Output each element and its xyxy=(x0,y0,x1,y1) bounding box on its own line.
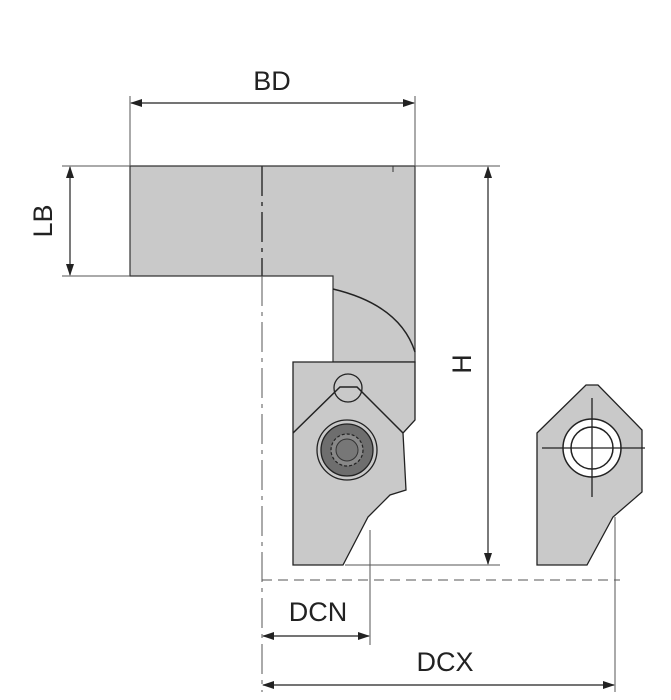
insert-outline xyxy=(292,386,404,434)
dcn-label: DCN xyxy=(289,597,348,627)
insert-hole-icon xyxy=(542,398,645,497)
screw-icon xyxy=(316,419,378,481)
bd-label: BD xyxy=(253,66,291,96)
lb-label: LB xyxy=(28,204,58,237)
dcx-label: DCX xyxy=(416,647,473,677)
clamp-bump xyxy=(333,373,363,403)
shank-curve xyxy=(332,288,416,353)
holder-shank xyxy=(129,165,416,363)
h-label: H xyxy=(447,354,477,374)
